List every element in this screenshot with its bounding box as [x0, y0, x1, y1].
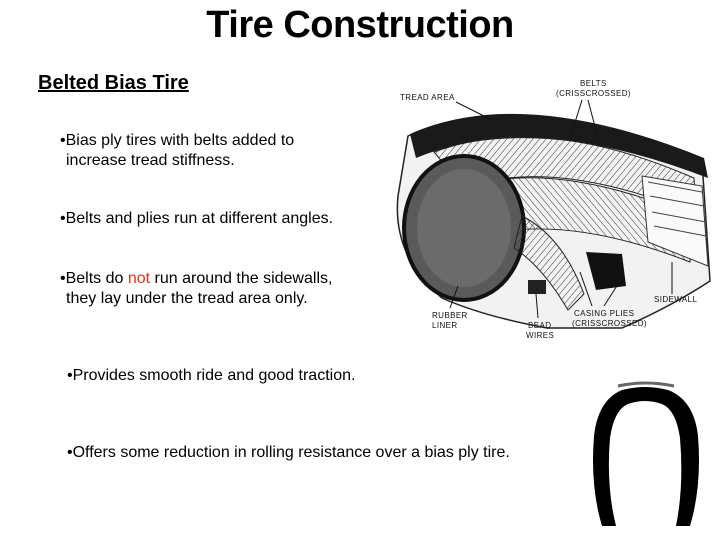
label-tread-area: TREAD AREA	[400, 93, 455, 102]
leader-line	[579, 271, 593, 307]
label-wires: WIRES	[526, 331, 554, 340]
bullet-line: increase tread stiffness.	[66, 152, 235, 169]
tire-illustration	[396, 113, 711, 329]
bullet-belts-added: •Bias ply tires with belts added to incr…	[60, 131, 294, 171]
bullet-text: run around the sidewalls,	[150, 270, 333, 287]
leader-line	[455, 101, 493, 121]
bullet-rolling-resistance: •Offers some reduction in rolling resist…	[67, 444, 510, 461]
bullet-smooth-ride: •Provides smooth ride and good traction.	[67, 367, 356, 384]
label-belts-sub: (CRISSCROSSED)	[556, 89, 631, 98]
leader-line	[535, 293, 539, 319]
emphasis-not: not	[127, 270, 151, 287]
slide-title: Tire Construction	[206, 4, 514, 46]
tire-cross-section-image	[593, 381, 699, 526]
cross-section-tread	[617, 381, 675, 388]
leader-line	[603, 277, 623, 307]
leader-line	[449, 285, 459, 309]
bullet-angles: •Belts and plies run at different angles…	[60, 210, 334, 227]
label-sidewall: SIDEWALL	[654, 295, 698, 304]
leader-line	[571, 99, 583, 133]
cross-section-outline	[593, 387, 699, 526]
label-liner: LINER	[432, 321, 458, 330]
label-bead: BEAD	[528, 321, 551, 330]
bullet-line: they lay under the tread area only.	[66, 290, 308, 307]
label-belts: BELTS	[580, 79, 607, 88]
label-casing-plies-sub: (CRISSCROSSED)	[572, 319, 647, 328]
bullet-sidewalls: •Belts do not run around the sidewalls, …	[60, 269, 332, 309]
leader-line	[587, 99, 599, 139]
tire-cutaway-diagram: TREAD AREA BELTS (CRISSCROSSED) RUBBER L…	[396, 79, 711, 340]
slide-subtitle: Belted Bias Tire	[38, 72, 189, 94]
label-rubber: RUBBER	[432, 311, 468, 320]
bullet-line: •Belts do not run around the sidewalls,	[60, 269, 332, 289]
bullet-text: •Belts do	[60, 270, 128, 287]
bullet-line: •Bias ply tires with belts added to	[60, 132, 295, 149]
label-casing-plies: CASING PLIES	[574, 309, 634, 318]
